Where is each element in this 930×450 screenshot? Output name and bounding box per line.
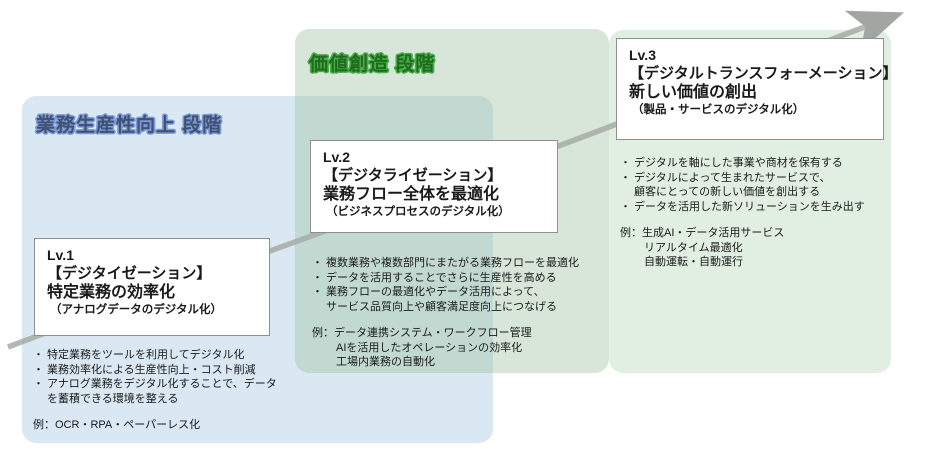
examples-block: 例：生成AI・データ活用サービス リアルタイム最適化 自動運転・自動運行 xyxy=(620,226,922,270)
level-headline: 特定業務の効率化 xyxy=(47,284,176,302)
level-name: 【デジタイゼーション】 xyxy=(47,264,212,282)
level-headline: 新しい価値の創出 xyxy=(629,84,758,102)
example-line: 工場内業務の自動化 xyxy=(336,356,435,369)
level-headline: 業務フロー全体を最適化 xyxy=(323,186,500,204)
example-line: 例：生成AI・データ活用サービス xyxy=(620,226,785,239)
example-line: リアルタイム最適化 xyxy=(644,241,743,254)
bullet-item-continuation: を蓄積できる環境を整える xyxy=(47,393,179,406)
bullet-item: 業務フローの最適化やデータ活用によって、 xyxy=(312,285,612,300)
level-number: Lv.2 xyxy=(323,149,350,165)
example-line: AIを活用したオペレーションの効率化 xyxy=(336,341,523,354)
level-card-lv1: Lv.1 【デジタイゼーション】 特定業務の効率化 （アナログデータのデジタル化… xyxy=(34,238,270,336)
bullet-item: データを活用した新ソリューションを生み出す xyxy=(620,200,922,215)
examples-block: 例：OCR・RPA・ペーパーレス化 xyxy=(33,418,305,433)
example-line: 例：OCR・RPA・ペーパーレス化 xyxy=(33,418,201,431)
level-card-lv3: Lv.3 【デジタルトランスフォーメーション】 新しい価値の創出 （製品・サービ… xyxy=(616,38,898,140)
bullet-item-continuation: 顧客にとっての新しい価値を創出する xyxy=(634,186,821,199)
level-details-lv2: 複数業務や複数部門にまたがる業務フローを最適化 データを活用することでさらに生産… xyxy=(312,256,612,370)
bullet-item: 特定業務をツールを利用してデジタル化 xyxy=(33,348,305,363)
level-subtitle: （アナログデータのデジタル化） xyxy=(50,304,223,317)
bullet-item: データを活用することでさらに生産性を高める xyxy=(312,271,612,286)
bullet-item: デジタルを軸にした事業や商材を保有する xyxy=(620,156,922,171)
example-line: 例：データ連携システム・ワークフロー管理 xyxy=(312,326,532,339)
level-number: Lv.1 xyxy=(47,247,74,263)
stage-label-value-creation: 価値創造 段階 xyxy=(309,54,436,75)
level-card-lv2: Lv.2 【デジタライゼーション】 業務フロー全体を最適化 （ビジネスプロセスの… xyxy=(310,140,558,233)
bullet-item: デジタルによって生まれたサービスで、 xyxy=(620,171,922,186)
example-line: 自動運転・自動運行 xyxy=(644,256,743,269)
level-subtitle: （製品・サービスのデジタル化） xyxy=(632,104,805,117)
bullet-item: 業務効率化による生産性向上・コスト削減 xyxy=(33,363,305,378)
level-number: Lv.3 xyxy=(629,47,656,63)
stage-label-productivity: 業務生産性向上 段階 xyxy=(36,115,223,136)
bullet-item: アナログ業務をデジタル化することで、データ xyxy=(33,377,305,392)
level-name: 【デジタルトランスフォーメーション】 xyxy=(629,64,898,82)
level-details-lv3: デジタルを軸にした事業や商材を保有する デジタルによって生まれたサービスで、 顧… xyxy=(620,156,922,270)
level-subtitle: （ビジネスプロセスのデジタル化） xyxy=(326,206,510,219)
level-name: 【デジタライゼーション】 xyxy=(323,166,503,184)
bullet-item: 複数業務や複数部門にまたがる業務フローを最適化 xyxy=(312,256,612,271)
bullet-item-continuation: サービス品質向上や顧客満足度向上につなげる xyxy=(326,301,557,314)
examples-block: 例：データ連携システム・ワークフロー管理 AIを活用したオペレーションの効率化 … xyxy=(312,326,612,370)
level-details-lv1: 特定業務をツールを利用してデジタル化 業務効率化による生産性向上・コスト削減 ア… xyxy=(33,348,305,433)
